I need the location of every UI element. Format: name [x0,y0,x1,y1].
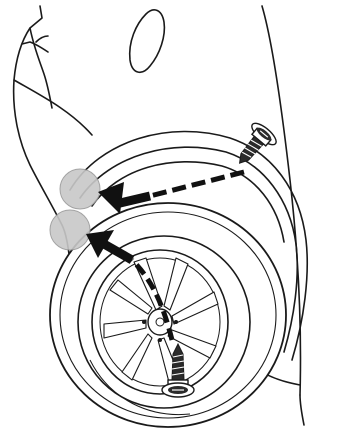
fender-oval [130,10,165,72]
arrow-upper-dash [150,172,244,196]
mounting-point-lower [50,210,90,250]
arrow-upper-head [98,182,124,214]
hub-center [156,318,164,326]
lug-bolt [158,338,162,342]
door-edge-line-2 [300,395,304,425]
bumper-notch [36,36,48,42]
lug-bolt [174,320,178,324]
fender-top-line [14,80,92,135]
mounting-point-upper [60,169,100,209]
lug-bolt [142,320,146,324]
